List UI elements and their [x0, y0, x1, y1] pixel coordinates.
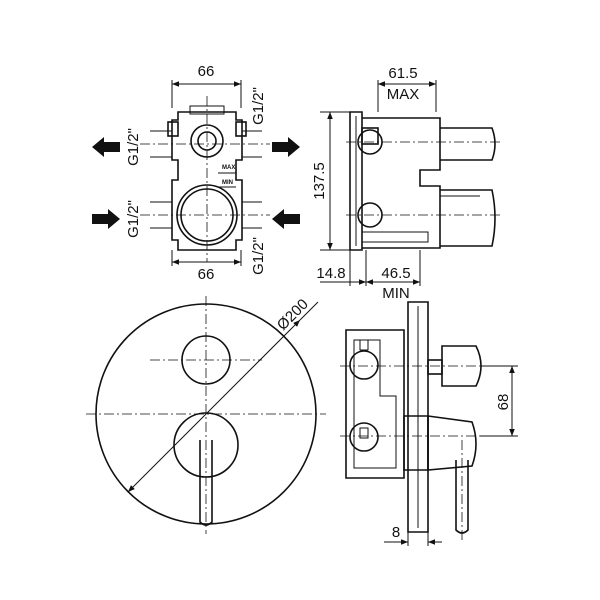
mounting-ear	[167, 121, 179, 137]
inlet-arrow-left-icon	[92, 209, 120, 229]
thread-right-bottom-label: G1/2"	[250, 237, 267, 275]
diameter-leader-tail	[299, 301, 319, 321]
thread-right-top-label: G1/2"	[250, 87, 267, 125]
height-value: 137.5	[311, 162, 328, 200]
diameter-label: Ø200	[274, 296, 312, 334]
knob-stem	[427, 359, 443, 375]
section-cavity	[353, 339, 397, 469]
mounting-plate	[349, 111, 363, 251]
spacing-value: 68	[495, 394, 512, 411]
inlet-arrow-right-icon	[272, 209, 300, 229]
upper-extension	[440, 127, 496, 161]
front-view: Ø200	[86, 296, 326, 534]
mounting-ear	[235, 121, 247, 137]
thread-left-bottom-label: G1/2"	[125, 200, 142, 238]
section-upper-port	[349, 350, 379, 380]
section-lower-port	[349, 422, 379, 452]
min-marking: MIN	[222, 180, 233, 186]
diverter-knob-section	[441, 345, 482, 387]
offset-value: 14.8	[316, 265, 345, 282]
max-marking: MAX	[222, 165, 235, 171]
depth-min-label: MIN	[382, 285, 410, 302]
outlet-arrow-right-icon	[272, 137, 300, 157]
valve-body-outline	[171, 111, 243, 251]
section-view: 68 8	[340, 301, 518, 546]
depth-min-value: 46.5	[381, 265, 410, 282]
upper-bolt	[361, 127, 379, 145]
section-screw	[359, 427, 369, 439]
section-screw	[359, 339, 369, 351]
lever-body	[427, 415, 477, 471]
diameter-leader	[127, 319, 301, 493]
depth-max-value: 61.5	[388, 65, 417, 82]
thread-left-top-label: G1/2"	[125, 128, 142, 166]
outlet-arrow-left-icon	[92, 137, 120, 157]
lower-extension	[440, 189, 496, 247]
side-body-outline	[362, 117, 441, 249]
depth-max-label: MAX	[387, 86, 420, 103]
width-top-label: 66	[198, 63, 215, 80]
side-view: 61.5 MAX 137.5 14.8 46.5 MIN	[311, 65, 500, 302]
section-body	[345, 329, 405, 479]
body-base	[361, 231, 429, 243]
thickness-value: 8	[392, 524, 400, 541]
width-bottom-label: 66	[198, 266, 215, 283]
body-elevation-view: 66 MAX MIN G1/2	[92, 63, 300, 283]
